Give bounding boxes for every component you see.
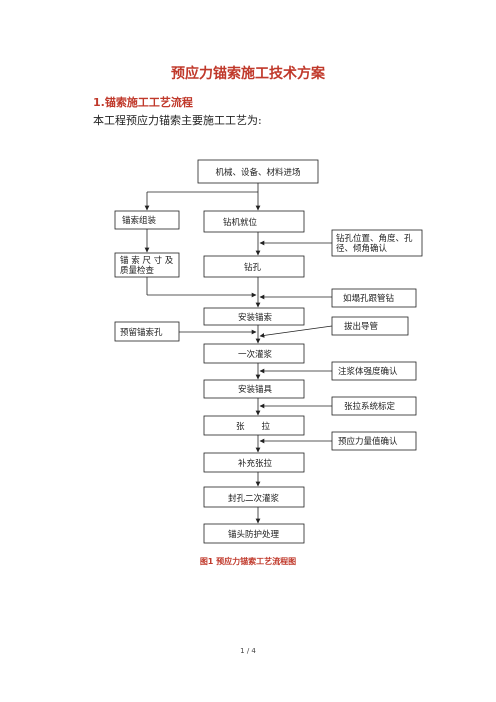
flow-label-inspection-1: 锚 索 尺 寸 及 [120, 255, 174, 266]
flow-label-step-7: 补充张拉 [238, 458, 273, 469]
flow-label-step-4: 一次灌浆 [238, 349, 273, 360]
flow-box-step-8 [203, 486, 305, 508]
flow-box-collapse [331, 288, 417, 308]
flow-label-step-5: 安装锚具 [238, 384, 273, 395]
flow-box-step-4 [203, 343, 305, 364]
flow-box-step-9 [203, 523, 305, 544]
intro-paragraph: 本工程预应力锚索主要施工工艺为: [93, 114, 262, 127]
flow-label-step-1: 钻机就位 [223, 217, 258, 228]
flow-label-step-9: 锚头防护处理 [228, 529, 280, 540]
section-heading: 1.锚索施工工艺流程 [93, 96, 193, 109]
flow-label-prestress-check: 预应力量值确认 [338, 436, 398, 447]
flow-box-step-2 [203, 255, 305, 278]
flow-label-top: 机械、设备、材料进场 [215, 167, 300, 178]
flow-box-step-7 [203, 452, 305, 473]
page-number: 1 / 4 [240, 647, 256, 655]
flow-label-inspection-2: 质量检查 [120, 265, 155, 276]
flow-label-strength-check: 注浆体强度确认 [338, 366, 398, 377]
flow-box-step-3 [203, 307, 305, 326]
flow-box-step-1 [203, 210, 305, 233]
flow-label-position-check-1: 钻孔位置、角度、孔 [336, 233, 413, 244]
flow-label-position-check-2: 径、倾角确认 [336, 243, 388, 254]
flow-box-step-5 [203, 379, 305, 399]
flow-label-collapse: 如塌孔跟管钻 [343, 293, 395, 304]
document-title: 预应力锚索施工技术方案 [171, 66, 325, 82]
flow-label-assembly: 锚索组装 [122, 215, 157, 226]
flow-box-reserved-hole [114, 321, 180, 342]
flow-label-step-2: 钻孔 [244, 262, 262, 273]
flow-label-step-8: 封孔二次灌浆 [228, 493, 280, 504]
flow-box-step-6 [203, 415, 305, 436]
flow-label-calibration: 张拉系统标定 [344, 401, 396, 412]
flow-label-step-6: 张 拉 [236, 421, 271, 432]
flow-label-step-3: 安装锚索 [238, 312, 272, 323]
flow-label-reserved-hole: 预留锚索孔 [120, 327, 163, 338]
flow-label-pull-pipe: 拔出导管 [344, 321, 378, 332]
figure-caption: 图1 预应力锚索工艺流程图 [199, 557, 297, 566]
